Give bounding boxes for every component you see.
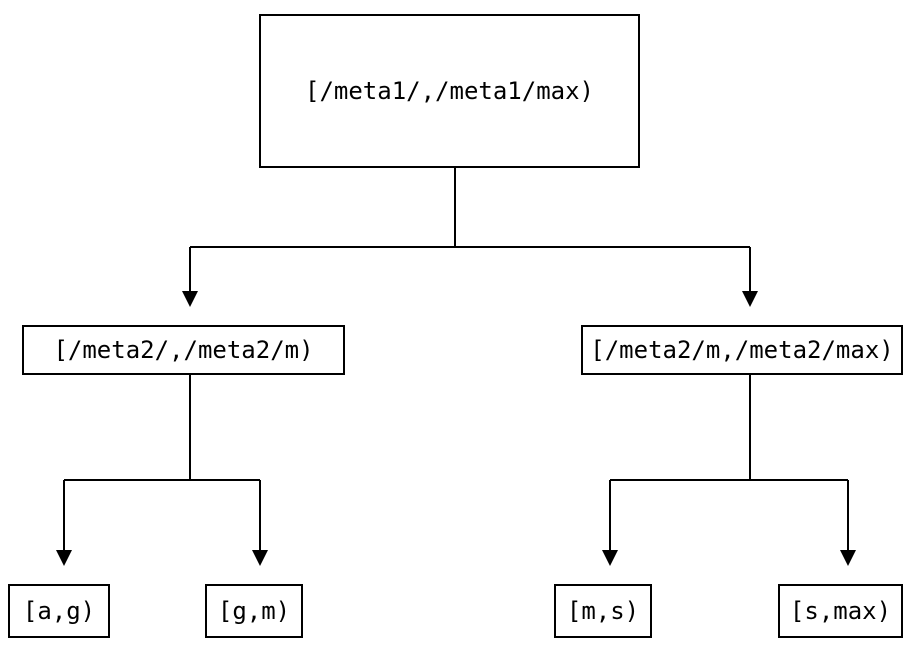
tree-node-leaf-4-label: [s,max) [789,597,892,625]
tree-node-mid-right-label: [/meta2/m,/meta2/max) [590,336,894,364]
tree-node-leaf-3: [m,s) [554,584,652,638]
arrowhead-down-icon [56,550,72,566]
tree-node-mid-left: [/meta2/,/meta2/m) [22,325,345,375]
tree-node-leaf-3-label: [m,s) [566,597,640,625]
tree-node-leaf-4: [s,max) [778,584,903,638]
arrowhead-down-icon [252,550,268,566]
arrowhead-down-icon [840,550,856,566]
tree-node-mid-right: [/meta2/m,/meta2/max) [581,325,903,375]
tree-node-mid-left-label: [/meta2/,/meta2/m) [53,336,314,364]
tree-node-leaf-1: [a,g) [8,584,110,638]
tree-node-root: [/meta1/,/meta1/max) [259,14,640,168]
arrowhead-down-icon [602,550,618,566]
tree-node-leaf-1-label: [a,g) [22,597,96,625]
edge-mid-left-to-children [63,375,261,550]
tree-node-root-label: [/meta1/,/meta1/max) [305,77,594,105]
edge-root-to-children [189,168,751,291]
arrowhead-down-icon [742,291,758,307]
tree-node-leaf-2-label: [g,m) [217,597,291,625]
tree-node-leaf-2: [g,m) [205,584,303,638]
edge-mid-right-to-children [609,375,849,550]
arrowhead-down-icon [182,291,198,307]
